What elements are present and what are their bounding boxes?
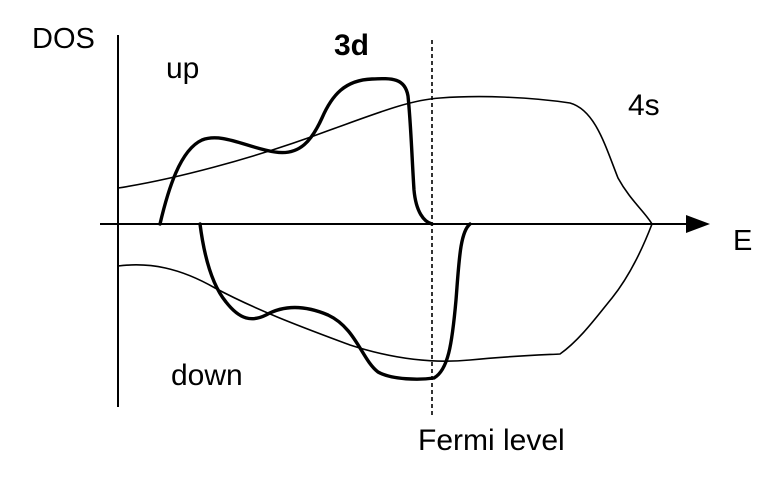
band-4s-down-curve xyxy=(117,223,653,362)
spin-up-label: up xyxy=(166,52,199,85)
band-4s-label: 4s xyxy=(628,89,660,122)
y-axis-label: DOS xyxy=(32,23,95,55)
x-axis-label: E xyxy=(733,225,752,257)
band-3d-up-curve xyxy=(158,77,434,226)
band-4s-up-curve xyxy=(117,95,653,225)
x-axis-arrowhead xyxy=(686,215,710,233)
spin-down-label: down xyxy=(171,359,243,392)
band-3d-down-curve xyxy=(198,222,472,381)
fermi-level-label: Fermi level xyxy=(418,424,565,457)
band-3d-label: 3d xyxy=(334,29,369,62)
